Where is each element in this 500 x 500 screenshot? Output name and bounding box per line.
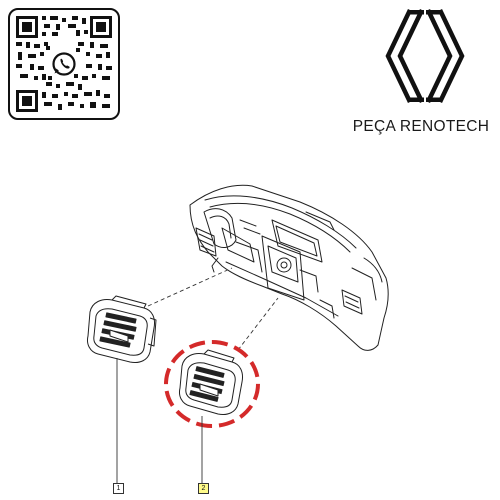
brand-name: PEÇA RENOTECH	[352, 118, 490, 135]
qr-code-card[interactable]	[8, 8, 120, 120]
renault-diamond-icon	[385, 9, 465, 103]
air-vent-part-2	[179, 349, 243, 415]
whatsapp-qr-code-icon	[16, 16, 112, 112]
callout-number-1: 1	[113, 483, 124, 494]
leader-line-1	[147, 267, 233, 307]
highlight-circle	[164, 340, 260, 428]
leader-line-2	[237, 297, 279, 351]
dashboard-outline	[189, 184, 389, 351]
air-vent-part-1	[87, 295, 157, 363]
callout-number-2: 2	[198, 483, 209, 494]
